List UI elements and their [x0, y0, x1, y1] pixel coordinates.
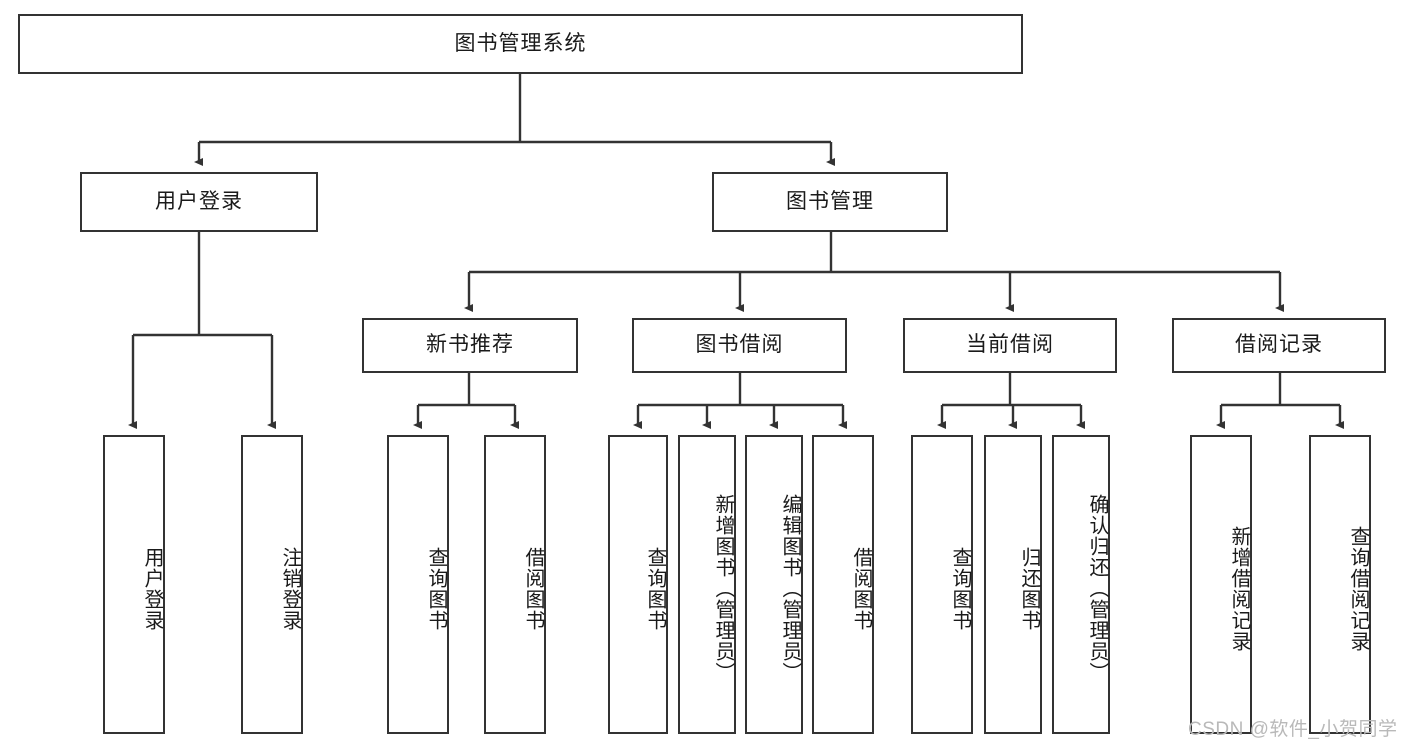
node-book-management[interactable]: 图书管理 [712, 172, 948, 232]
node-leaf-label: 用户登录 [141, 546, 163, 631]
node-leaf-label: 借阅图书 [850, 546, 872, 631]
node-leaf-return-book[interactable]: 归还图书 [984, 435, 1042, 734]
node-leaf-label: 新增图书（管理员） [712, 494, 734, 683]
node-leaf-label: 新增借阅记录 [1228, 525, 1250, 652]
node-leaf-label: 查询图书 [644, 546, 666, 631]
node-leaf-label: 确认归还（管理员） [1086, 494, 1108, 683]
node-borrow-record[interactable]: 借阅记录 [1172, 318, 1386, 373]
node-leaf-label: 注销登录 [279, 546, 301, 631]
node-borrow-record-label: 借阅记录 [1235, 333, 1323, 357]
node-leaf-confirm-return-admin[interactable]: 确认归还（管理员） [1052, 435, 1110, 734]
node-leaf-add-book-admin[interactable]: 新增图书（管理员） [678, 435, 736, 734]
node-leaf-label: 编辑图书（管理员） [779, 494, 801, 683]
node-book-borrow[interactable]: 图书借阅 [632, 318, 847, 373]
node-current-borrow[interactable]: 当前借阅 [903, 318, 1117, 373]
node-leaf-query-borrow-record[interactable]: 查询借阅记录 [1309, 435, 1371, 734]
node-leaf-edit-book-admin[interactable]: 编辑图书（管理员） [745, 435, 803, 734]
node-leaf-label: 查询图书 [425, 546, 447, 631]
node-leaf-query-book[interactable]: 查询图书 [608, 435, 668, 734]
node-book-borrow-label: 图书借阅 [695, 333, 784, 357]
node-current-borrow-label: 当前借阅 [966, 333, 1054, 357]
node-book-management-label: 图书管理 [786, 189, 874, 213]
node-root-system[interactable]: 图书管理系统 [18, 14, 1023, 74]
node-leaf-query-book-current[interactable]: 查询图书 [911, 435, 973, 734]
node-leaf-add-borrow-record[interactable]: 新增借阅记录 [1190, 435, 1252, 734]
watermark: CSDN @软件_小贺同学 [1188, 719, 1398, 740]
node-leaf-borrow-book-recommend[interactable]: 借阅图书 [484, 435, 546, 734]
node-leaf-label: 查询借阅记录 [1347, 525, 1369, 652]
node-leaf-query-book-recommend[interactable]: 查询图书 [387, 435, 449, 734]
node-user-login-label: 用户登录 [155, 189, 243, 213]
node-leaf-logout[interactable]: 注销登录 [241, 435, 303, 734]
node-leaf-label: 借阅图书 [522, 546, 544, 631]
node-leaf-user-login[interactable]: 用户登录 [103, 435, 165, 734]
node-user-login[interactable]: 用户登录 [80, 172, 318, 232]
node-leaf-borrow-book[interactable]: 借阅图书 [812, 435, 874, 734]
node-leaf-label: 查询图书 [949, 546, 971, 631]
node-new-book-recommend[interactable]: 新书推荐 [362, 318, 578, 373]
node-new-book-recommend-label: 新书推荐 [426, 333, 514, 357]
node-root-label: 图书管理系统 [454, 31, 587, 55]
node-leaf-label: 归还图书 [1018, 546, 1040, 631]
